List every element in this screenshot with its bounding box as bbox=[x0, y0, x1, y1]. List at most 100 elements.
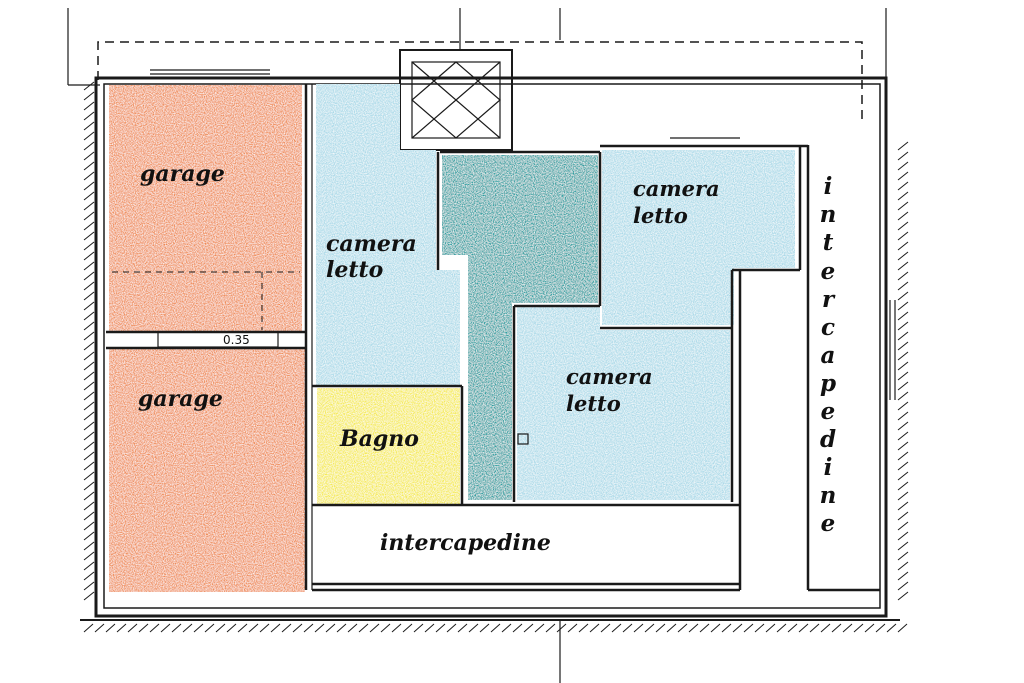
hatch-mark bbox=[897, 161, 909, 171]
hatch-mark bbox=[556, 623, 567, 633]
hatch-mark bbox=[589, 623, 600, 633]
hatch-mark bbox=[688, 623, 699, 633]
hatch-mark bbox=[83, 341, 95, 351]
hatch-mark bbox=[83, 531, 95, 541]
hatch-mark bbox=[666, 623, 677, 633]
hatch-mark bbox=[622, 623, 633, 633]
hatch-mark bbox=[897, 391, 909, 401]
hatch-mark bbox=[897, 211, 909, 221]
hatch-mark bbox=[83, 151, 95, 161]
bedroom-right-top: camera letto bbox=[602, 150, 795, 325]
hatch-mark bbox=[83, 301, 95, 311]
hatch-mark bbox=[512, 623, 523, 633]
hatch-mark bbox=[831, 623, 842, 633]
garage-bottom: garage bbox=[109, 349, 305, 592]
hatch-mark bbox=[875, 623, 886, 633]
hatch-mark bbox=[204, 623, 215, 633]
hatch-mark bbox=[402, 623, 413, 633]
garage-top-label: garage bbox=[140, 161, 225, 187]
bedroom-right-top-label-line2: letto bbox=[633, 203, 688, 228]
hatch-mark bbox=[83, 311, 95, 321]
hatch-mark bbox=[897, 581, 909, 591]
hatch-mark bbox=[886, 623, 897, 633]
hatch-mark bbox=[83, 91, 95, 101]
hatch-mark bbox=[732, 623, 743, 633]
hatch-mark bbox=[215, 623, 226, 633]
hatch-mark bbox=[897, 301, 909, 311]
hallway bbox=[442, 155, 598, 500]
bedroom-right-top-label-line1: camera bbox=[633, 176, 720, 201]
cavity-right-char: p bbox=[820, 370, 836, 397]
hatch-mark bbox=[83, 271, 95, 281]
hatch-mark bbox=[897, 441, 909, 451]
hatch-mark bbox=[809, 623, 820, 633]
hatch-mark bbox=[534, 623, 545, 633]
wall-hatching bbox=[83, 81, 909, 633]
hatch-mark bbox=[897, 271, 909, 281]
bedroom-left-label-line1: camera bbox=[326, 231, 417, 257]
hatch-mark bbox=[369, 623, 380, 633]
hatch-mark bbox=[897, 571, 909, 581]
hatch-mark bbox=[468, 623, 479, 633]
hatch-mark bbox=[270, 623, 281, 633]
hatch-mark bbox=[83, 471, 95, 481]
hatch-mark bbox=[897, 551, 909, 561]
hatch-mark bbox=[248, 623, 259, 633]
hatch-mark bbox=[820, 623, 831, 633]
hatch-mark bbox=[83, 211, 95, 221]
hatch-mark bbox=[259, 623, 270, 633]
hatch-mark bbox=[897, 281, 909, 291]
garage-top: garage bbox=[109, 85, 302, 331]
hatch-mark bbox=[116, 623, 127, 633]
bedroom-center: camera letto bbox=[517, 307, 730, 500]
hatch-mark bbox=[83, 511, 95, 521]
dimension-strip: 0.35 bbox=[157, 331, 279, 348]
hatch-mark bbox=[83, 221, 95, 231]
hatch-mark bbox=[479, 623, 490, 633]
hatch-mark bbox=[897, 151, 909, 161]
hatch-mark bbox=[897, 341, 909, 351]
hatch-mark bbox=[897, 311, 909, 321]
hatch-mark bbox=[578, 623, 589, 633]
hatch-mark bbox=[83, 381, 95, 391]
hatch-mark bbox=[435, 623, 446, 633]
cavity-right-char: e bbox=[821, 398, 836, 425]
cavity-right-char: t bbox=[823, 229, 834, 256]
cavity-right-char: n bbox=[820, 482, 837, 509]
window-marks bbox=[150, 69, 896, 683]
hatch-mark bbox=[897, 521, 909, 531]
cavity-right-char: n bbox=[820, 201, 837, 228]
hatch-mark bbox=[380, 623, 391, 633]
hatch-mark bbox=[897, 181, 909, 191]
hatch-mark bbox=[336, 623, 347, 633]
hatch-mark bbox=[490, 623, 501, 633]
hatch-mark bbox=[897, 261, 909, 271]
hatch-mark bbox=[94, 623, 105, 633]
hatch-mark bbox=[545, 623, 556, 633]
hatch-mark bbox=[105, 623, 116, 633]
hatch-mark bbox=[83, 451, 95, 461]
hatch-mark bbox=[83, 231, 95, 241]
garage-bottom-label: garage bbox=[138, 386, 223, 412]
hatch-mark bbox=[83, 161, 95, 171]
hatch-mark bbox=[787, 623, 798, 633]
cavity-bottom: intercapedine bbox=[380, 530, 551, 556]
hatch-mark bbox=[127, 623, 138, 633]
hatch-mark bbox=[897, 501, 909, 511]
dimension-label: 0.35 bbox=[223, 333, 250, 347]
cavity-right-char: r bbox=[822, 286, 836, 313]
cavity-bottom-label: intercapedine bbox=[380, 530, 551, 556]
hatch-mark bbox=[83, 111, 95, 121]
bedroom-left-label-line2: letto bbox=[326, 257, 383, 283]
cavity-right-char: d bbox=[820, 426, 836, 453]
hatch-mark bbox=[83, 623, 94, 633]
hatch-mark bbox=[83, 581, 95, 591]
hatch-mark bbox=[600, 623, 611, 633]
hatch-mark bbox=[83, 321, 95, 331]
cavity-right: i n t e r c a p e d i n e bbox=[820, 173, 837, 537]
hatch-mark bbox=[897, 201, 909, 211]
hatch-mark bbox=[655, 623, 666, 633]
hatch-mark bbox=[897, 361, 909, 371]
hatch-mark bbox=[292, 623, 303, 633]
bathroom-label: Bagno bbox=[339, 426, 419, 452]
